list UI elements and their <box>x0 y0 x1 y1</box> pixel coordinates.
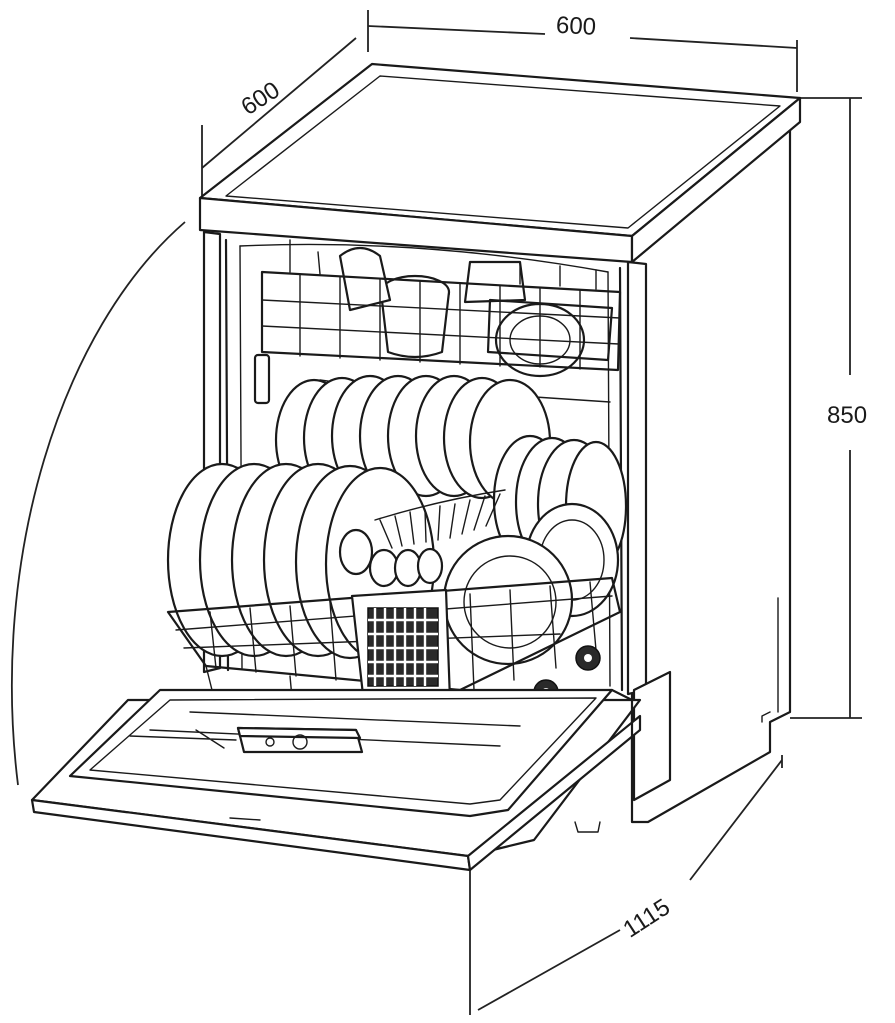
cup-body <box>379 291 451 359</box>
upper-rack-wires-v <box>299 274 581 370</box>
open-depth-dim-line-a <box>477 929 621 1011</box>
worktop-side-edge <box>630 96 802 264</box>
front-foot <box>574 821 601 833</box>
kick-plate <box>632 670 672 802</box>
depth-dim-line <box>201 37 357 169</box>
cutlery-basket-holes <box>368 608 438 686</box>
door-handle-mark <box>229 817 261 821</box>
spoon-2 <box>368 548 400 588</box>
door-lower-rack-rail <box>129 729 237 749</box>
right-side-panel <box>630 126 792 824</box>
upper-rack-wires-h <box>261 299 621 345</box>
door-hinge-arm <box>610 688 634 762</box>
left-rack-rail <box>253 353 271 405</box>
rear-foot <box>761 711 771 723</box>
lower-rack-wires-v <box>209 581 597 691</box>
cutlery-top-edge <box>374 489 506 521</box>
dispenser-rinse-cap <box>265 737 275 747</box>
door-swing-arc <box>10 221 186 786</box>
width-dim-line-b <box>629 37 798 49</box>
cup-shelf <box>486 298 614 362</box>
width-dim-line-a <box>367 25 546 35</box>
open-door <box>30 670 672 872</box>
door-inner-recess <box>89 697 597 805</box>
glass-upper-left <box>338 246 392 312</box>
upper-rack-tines <box>289 239 597 290</box>
dimension-lines <box>10 10 862 1015</box>
rack-wheel-back-hub <box>584 654 592 662</box>
height-dimension-label: 850 <box>827 402 867 429</box>
spoon-1 <box>338 528 374 576</box>
upper-rack <box>260 239 622 403</box>
open-depth-dim-line-b <box>689 759 783 881</box>
spoon-4 <box>416 547 444 585</box>
door-side-edge <box>466 714 642 872</box>
width-dimension-label: 600 <box>555 12 596 41</box>
plate-large-front-inner <box>463 555 557 649</box>
worktop-inner-edge <box>225 75 781 229</box>
depth-dimension-label: 600 <box>236 76 284 120</box>
cutlery <box>338 489 506 588</box>
dispenser-top <box>236 726 362 740</box>
dispenser-cap <box>292 734 308 750</box>
tub-ceiling <box>239 243 609 273</box>
lower-rack-frame <box>166 576 622 692</box>
glass-upper-mid <box>463 260 527 304</box>
lower-rack <box>166 374 628 709</box>
right-frame <box>626 260 648 696</box>
open-depth-dimension-label: 1115 <box>618 894 674 944</box>
forks-knives <box>379 493 501 549</box>
